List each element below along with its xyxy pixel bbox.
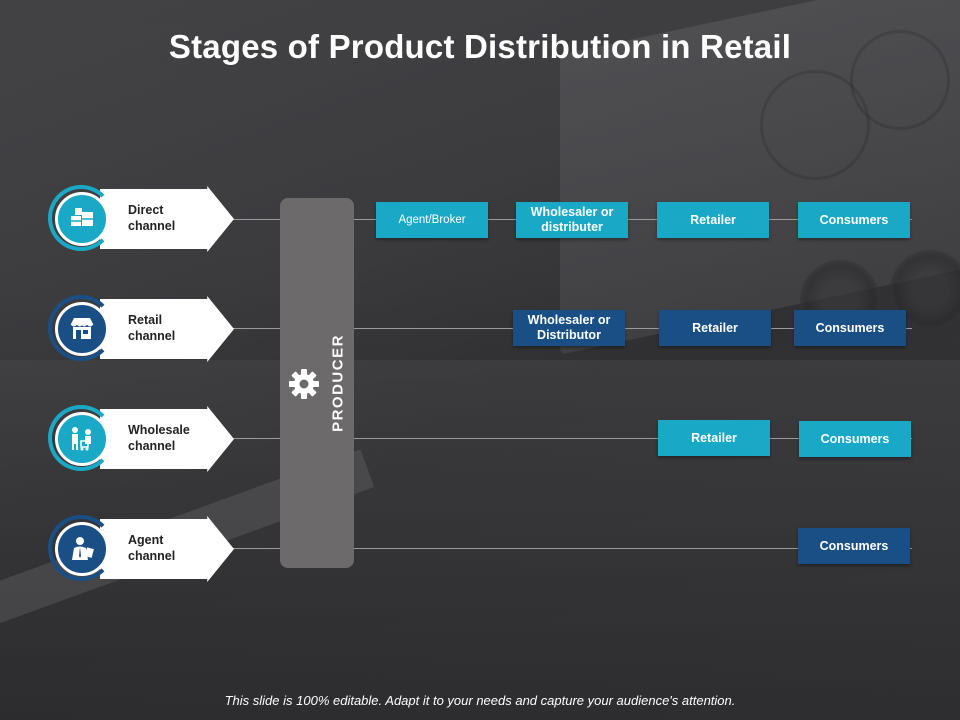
- stage-agent-broker: Agent/Broker: [376, 202, 488, 238]
- agent-icon: [55, 522, 109, 576]
- channel-label: Wholesale channel: [128, 423, 190, 453]
- stage-retailer: Retailer: [659, 310, 771, 346]
- channel-label: Direct channel: [128, 203, 176, 233]
- channel-agent: Agent channel: [48, 515, 238, 582]
- channel-ring: [48, 515, 114, 581]
- channel-wholesale: Wholesale channel: [48, 405, 238, 472]
- channel-retail: Retail channel: [48, 295, 238, 362]
- channel-arrow: [100, 406, 234, 472]
- slide-title: Stages of Product Distribution in Retail: [168, 28, 792, 65]
- channel-label: Retail channel: [128, 313, 176, 343]
- producer-label: PRODUCER: [329, 334, 347, 432]
- stage-consumers: Consumers: [798, 528, 910, 564]
- stage-wholesaler: Wholesaler or Distributor: [513, 310, 625, 346]
- channel-arrow: [100, 516, 234, 582]
- channel-ring: [48, 295, 114, 361]
- boxes-icon: [55, 192, 109, 246]
- stage-consumers: Consumers: [799, 421, 911, 457]
- stage-retailer: Retailer: [657, 202, 769, 238]
- channel-arrow: [100, 296, 234, 362]
- stage-consumers: Consumers: [798, 202, 910, 238]
- channel-ring: [48, 185, 114, 251]
- background-globe: [850, 30, 950, 130]
- channel-direct: Direct channel: [48, 185, 238, 252]
- stage-consumers: Consumers: [794, 310, 906, 346]
- channel-label: Agent channel: [128, 533, 176, 563]
- background-globe: [760, 70, 870, 180]
- connector-line-agent: [232, 548, 912, 549]
- slide-footer: This slide is 100% editable. Adapt it to…: [224, 693, 736, 708]
- channel-ring: [48, 405, 114, 471]
- stage-wholesaler: Wholesaler or distributer: [516, 202, 628, 238]
- channel-arrow: [100, 186, 234, 252]
- gear-icon: [289, 369, 319, 399]
- shopper-icon: [55, 412, 109, 466]
- connector-line-wholesale: [232, 438, 912, 439]
- stage-retailer: Retailer: [658, 420, 770, 456]
- store-icon: [55, 302, 109, 356]
- producer-bar: PRODUCER: [280, 198, 354, 568]
